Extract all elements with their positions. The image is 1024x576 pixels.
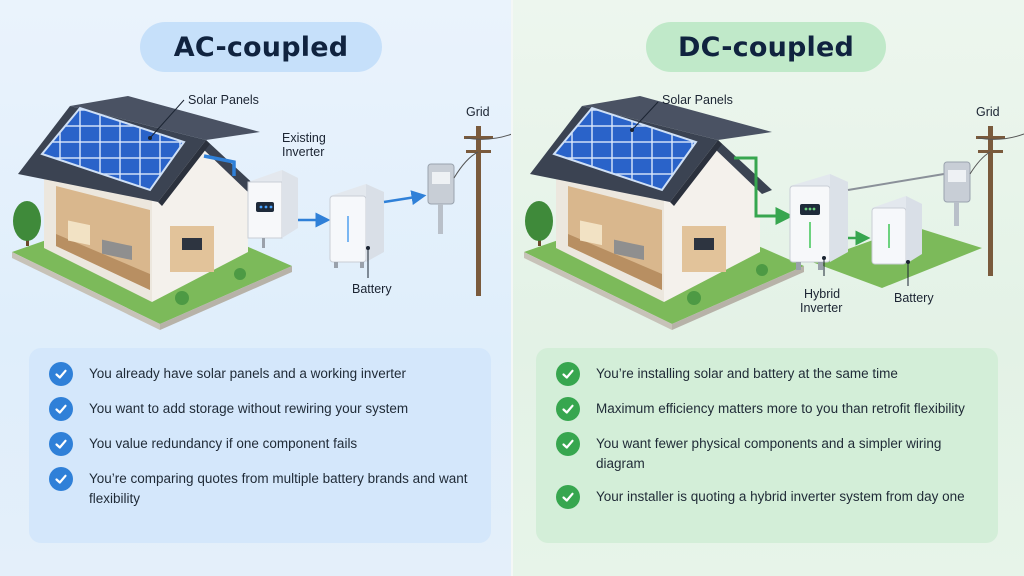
list-item-text: You want fewer physical components and a… [596,436,942,471]
list-item: Maximum efficiency matters more to you t… [556,397,980,421]
ac-label-solar-panels: Solar Panels [188,93,259,107]
check-icon [49,397,73,421]
dc-coupled-checklist: You’re installing solar and battery at t… [536,348,998,543]
solar-panels-icon [552,106,698,192]
check-icon [556,397,580,421]
arrow-battery-to-grid [383,190,427,206]
list-item-text: You want to add storage without rewiring… [89,401,409,416]
list-item-text: You already have solar panels and a work… [89,366,406,381]
list-item: You already have solar panels and a work… [49,362,473,386]
center-divider [511,0,513,576]
grid-connection-line [847,173,945,191]
list-item-text: You’re comparing quotes from multiple ba… [89,471,468,506]
meter-box-icon [427,163,455,234]
dc-label-grid: Grid [976,105,1000,119]
dc-label-solar-panels: Solar Panels [662,93,733,107]
utility-pole-icon [453,126,512,296]
check-icon [49,362,73,386]
dc-coupled-diagram: Solar Panels Hybrid Inverter [524,93,1024,330]
list-item-text: Maximum efficiency matters more to you t… [596,401,965,416]
ac-coupled-panel: AC-coupled [0,0,512,576]
ac-label-battery: Battery [352,282,392,296]
ac-coupled-diagram: Solar Panels Existing Inverter Battery [12,93,512,330]
check-icon [556,432,580,456]
check-icon [49,432,73,456]
list-item-text: You’re installing solar and battery at t… [596,366,898,381]
utility-pole-icon [969,126,1024,276]
ac-coupled-title: AC-coupled [140,22,382,72]
list-item: Your installer is quoting a hybrid inver… [556,485,980,509]
dc-label-hybrid-inverter-line1: Hybrid [804,287,840,301]
battery-icon [871,196,922,265]
existing-inverter-icon [247,170,298,248]
solar-panels-icon [40,106,186,192]
list-item-text: Your installer is quoting a hybrid inver… [596,489,965,504]
check-icon [556,362,580,386]
list-item: You’re comparing quotes from multiple ba… [49,467,473,509]
dc-label-hybrid-inverter-line2: Inverter [800,301,842,315]
check-icon [49,467,73,491]
ac-coupled-checklist: You already have solar panels and a work… [29,348,491,543]
list-item: You’re installing solar and battery at t… [556,362,980,386]
meter-box-icon [943,161,971,226]
list-item: You want fewer physical components and a… [556,432,980,474]
dc-coupled-title: DC-coupled [646,22,886,72]
list-item-text: You value redundancy if one component fa… [89,436,358,451]
ac-label-existing-inverter-line2: Inverter [282,145,324,159]
list-item: You value redundancy if one component fa… [49,432,473,456]
ac-label-grid: Grid [466,105,490,119]
check-icon [556,485,580,509]
hybrid-inverter-icon [789,174,848,270]
dc-label-battery: Battery [894,291,934,305]
dc-coupled-panel: DC-coupled [512,0,1024,576]
battery-icon [329,184,384,268]
ac-label-existing-inverter-line1: Existing [282,131,326,145]
list-item: You want to add storage without rewiring… [49,397,473,421]
